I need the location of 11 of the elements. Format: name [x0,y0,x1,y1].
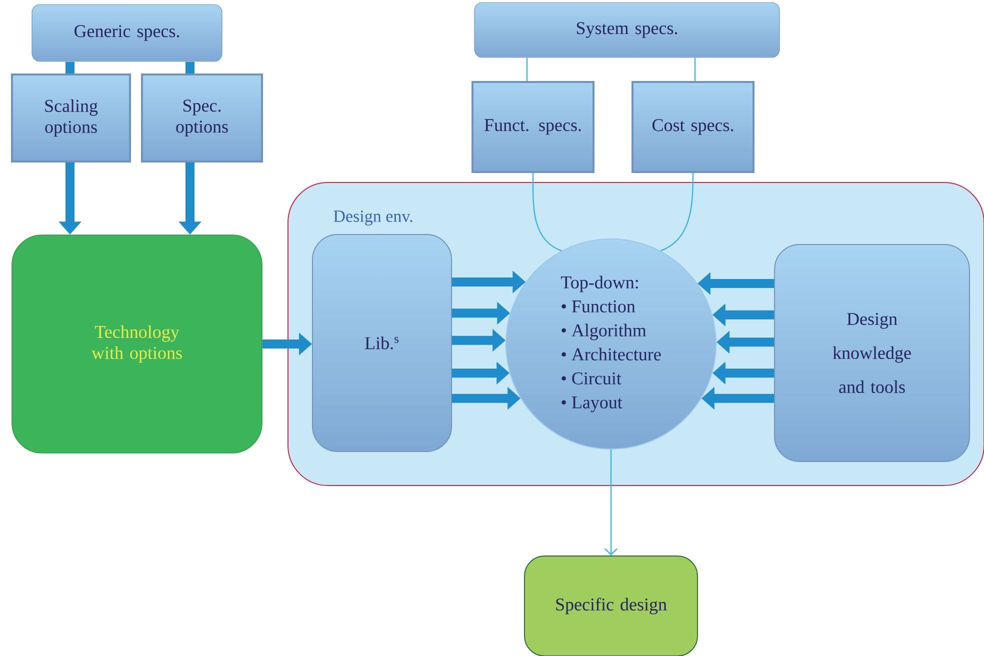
spec-box: Scaling options [11,74,131,162]
spec-box: System specs. [474,2,780,58]
arrow [604,450,618,556]
spec-box: Spec. options [141,74,263,162]
output-box: Specific design [524,556,698,656]
rounded-box: Lib.$^{s}$ [312,234,452,452]
spec-box: Cost specs. [632,81,754,173]
spec-box: Generic specs. [32,4,222,62]
spec-box: Funct. specs. [472,81,594,173]
rounded-box: Design knowledge and tools [774,244,970,462]
technology-box: Technology with options [12,234,262,454]
